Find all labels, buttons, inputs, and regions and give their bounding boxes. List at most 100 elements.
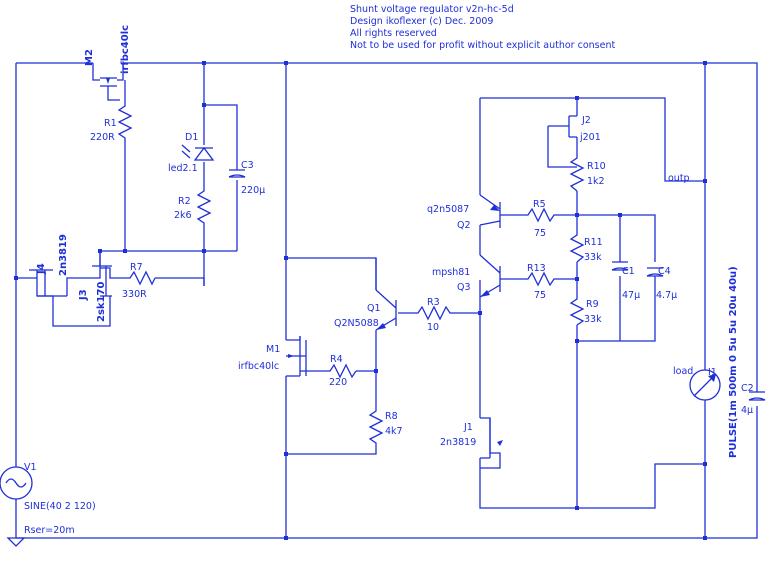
voltage-source-v1 xyxy=(0,466,33,500)
label-r5-value: 75 xyxy=(534,228,546,239)
label-r1-ref: R1 xyxy=(104,118,117,129)
resistor-r10 xyxy=(569,152,585,192)
label-v1-value: SINE(40 2 120) xyxy=(24,501,96,512)
label-r9-value: 33k xyxy=(584,314,602,325)
junction xyxy=(14,276,18,280)
label-r4-ref: R4 xyxy=(330,354,343,365)
label-r4-value: 220 xyxy=(329,377,347,388)
junction xyxy=(703,536,707,540)
label-q1-value: Q2N5088 xyxy=(334,318,379,329)
wires xyxy=(15,62,758,539)
label-r11-ref: R11 xyxy=(584,237,603,248)
transistor-q1 xyxy=(375,258,397,331)
label-r13-ref: R13 xyxy=(527,263,546,274)
label-d1-ref: D1 xyxy=(185,132,198,143)
junction xyxy=(374,369,378,373)
wire-c3-column xyxy=(204,104,238,251)
label-c2-ref: C2 xyxy=(741,383,754,394)
label-r10-value: 1k2 xyxy=(587,176,605,187)
label-r5-ref: R5 xyxy=(533,199,546,210)
label-c3-value: 220µ xyxy=(241,185,265,196)
label-j4-value: 2n3819 xyxy=(58,234,69,276)
label-q2-value: q2n5087 xyxy=(427,204,469,215)
label-j1-ref: J1 xyxy=(463,422,473,433)
mosfet-m2 xyxy=(100,77,120,101)
label-m1-value: irfbc40lc xyxy=(238,361,279,372)
label-r8-value: 4k7 xyxy=(385,426,403,437)
label-j2-ref: J2 xyxy=(581,115,591,126)
junction xyxy=(575,213,579,217)
label-r1-value: 220R xyxy=(90,132,115,143)
junction xyxy=(284,452,288,456)
wire-j1-bottom xyxy=(479,458,705,509)
jfet-j1 xyxy=(480,418,503,459)
junction xyxy=(618,213,622,217)
label-j3-value: 2sk170 xyxy=(96,282,107,322)
capacitor-c2 xyxy=(748,391,766,401)
wire-r8-path xyxy=(286,330,377,455)
label-c2-value: 4µ xyxy=(741,405,753,416)
label-i1-name: load xyxy=(673,366,693,377)
wire-inner-rail-upper xyxy=(285,63,377,290)
wire-r5-path xyxy=(500,214,656,262)
resistor-r7 xyxy=(125,270,156,286)
resistor-r13 xyxy=(522,271,558,287)
junction xyxy=(703,179,707,183)
current-source-i1 xyxy=(689,369,721,401)
junction xyxy=(202,61,206,65)
header-title: Shunt voltage regulator v2n-hc-5d xyxy=(350,4,514,15)
label-r13-value: 75 xyxy=(534,290,546,301)
junction xyxy=(284,61,288,65)
resistor-r8 xyxy=(368,405,384,449)
junction xyxy=(575,339,579,343)
ground-symbol xyxy=(6,537,26,547)
wire-j2-feedback xyxy=(547,135,577,168)
resistor-r2 xyxy=(196,185,212,227)
label-m2-value: irfbc40lc xyxy=(120,25,131,74)
header-design: Design ikoflexer (c) Dec. 2009 xyxy=(350,16,493,27)
mosfet-m1 xyxy=(286,336,307,376)
resistor-r3 xyxy=(412,305,454,321)
label-r10-ref: R10 xyxy=(587,161,606,172)
resistor-r9 xyxy=(569,293,585,326)
led-d1 xyxy=(181,144,215,161)
header-rights: All rights reserved xyxy=(350,28,437,39)
junction xyxy=(284,536,288,540)
label-m1-ref: M1 xyxy=(266,344,280,355)
jfet-j3 xyxy=(92,251,112,297)
transistor-q3 xyxy=(479,254,501,298)
resistor-r11 xyxy=(569,229,585,263)
wire-top-node xyxy=(480,97,705,182)
wire-c2-branch xyxy=(705,62,758,539)
capacitor-c4 xyxy=(646,267,664,277)
label-d1-value: led2.1 xyxy=(168,163,198,174)
label-net-outp: outp xyxy=(668,173,690,184)
junction xyxy=(703,462,707,466)
wire-r7-path xyxy=(100,267,205,286)
labels: M2 irfbc40lc R1 220R D1 led2.1 C3 220µ R… xyxy=(24,25,754,536)
label-c4-value: 4.7µ xyxy=(656,290,677,301)
label-r3-ref: R3 xyxy=(427,297,440,308)
label-c1-ref: C1 xyxy=(622,266,635,277)
label-q3-value: mpsh81 xyxy=(432,267,470,278)
label-r7-value: 330R xyxy=(122,289,147,300)
label-r9-ref: R9 xyxy=(586,299,599,310)
label-i1-value: PULSE(1m 500m 0 5u 5u 20u 40u) xyxy=(728,266,739,458)
junction xyxy=(478,311,482,315)
label-c4-ref: C4 xyxy=(658,266,671,277)
label-j3-ref: J3 xyxy=(78,289,89,301)
label-q2-ref: Q2 xyxy=(457,220,471,231)
label-r3-value: 10 xyxy=(427,322,439,333)
label-i1-ref: I1 xyxy=(708,367,717,378)
label-c3-ref: C3 xyxy=(241,160,254,171)
label-v1-rser: Rser=20m xyxy=(24,525,75,536)
wire-m1-drain-source xyxy=(286,339,300,377)
junction xyxy=(284,256,288,260)
wire-j1-body xyxy=(480,417,501,469)
junction xyxy=(123,249,127,253)
junction xyxy=(703,61,707,65)
label-q1-ref: Q1 xyxy=(367,303,381,314)
capacitor-c3 xyxy=(228,169,246,178)
junction xyxy=(575,96,579,100)
